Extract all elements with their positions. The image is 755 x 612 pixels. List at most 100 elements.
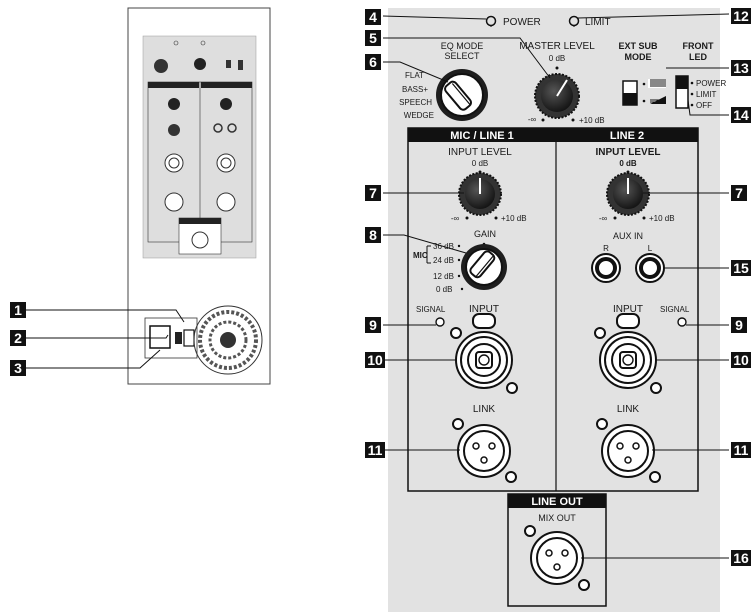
front-led-option-limit: LIMIT — [696, 90, 717, 99]
ch2-combo-input-group: INPUT — [594, 304, 662, 394]
eq-mode-knob[interactable] — [436, 69, 488, 121]
ch1-input-level-label: INPUT LEVEL — [448, 147, 512, 158]
ch1-input-level-mid: 0 dB — [472, 159, 488, 168]
ch2-input-level-knob[interactable] — [606, 172, 650, 216]
callout-number: 3 — [14, 360, 22, 376]
ext-sub-mode-title-line2: MODE — [625, 52, 652, 62]
callout-1: 1 — [10, 302, 26, 318]
ch1-input-label: INPUT — [469, 304, 499, 315]
front-led-option-off: OFF — [696, 101, 712, 110]
mini-fan-grille — [193, 305, 263, 375]
ch1-combo-input-jack[interactable] — [450, 313, 518, 394]
line-out-group: LINE OUT MIX OUT — [507, 493, 607, 607]
mini-eq-knob — [154, 59, 168, 73]
callout-number: 9 — [369, 317, 377, 333]
callout-16: 16 — [731, 550, 751, 566]
ch2-input-level-group: INPUT LEVEL 0 dB -∞ +10 dB — [595, 147, 674, 223]
front-led-title-line1: FRONT — [683, 41, 714, 51]
master-level-mid-mark: 0 dB — [549, 54, 565, 63]
callout-4: 4 — [365, 9, 381, 25]
master-level-group: MASTER LEVEL 0 dB -∞ +10 dB — [519, 41, 604, 125]
ch2-input-label: INPUT — [613, 304, 643, 315]
callout-6: 6 — [365, 54, 381, 70]
mini-power-switch — [183, 329, 195, 347]
ext-sub-mode-switch[interactable] — [622, 80, 638, 106]
aux-in-r-label: R — [603, 244, 609, 253]
ch1-signal-led — [435, 317, 445, 327]
power-label: POWER — [503, 17, 541, 28]
aux-in-r-jack[interactable] — [591, 253, 621, 283]
callout-number: 13 — [733, 60, 749, 76]
ch1-gain-group: GAIN MIC 36 dB 24 dB 12 dB 0 dB — [413, 229, 507, 294]
callout-number: 16 — [733, 550, 749, 566]
callout-14: 14 — [731, 107, 751, 123]
callout-number: 1 — [14, 302, 22, 318]
callout-number: 7 — [369, 185, 377, 201]
eq-option-speech: SPEECH — [399, 98, 432, 107]
gain-knob[interactable] — [461, 244, 507, 290]
front-led-group: FRONT LED POWER LIMIT OFF — [675, 41, 726, 110]
ch2-input-level-max: +10 dB — [649, 214, 675, 223]
ch2-combo-input-jack[interactable] — [594, 313, 662, 394]
callout-10: 10 — [365, 352, 385, 368]
gain-mark-24db: 24 dB — [433, 256, 454, 265]
power-indicator: POWER — [485, 15, 541, 28]
aux-in-l-label: L — [648, 244, 653, 253]
ch1-link-label: LINK — [473, 404, 496, 415]
mic-line1-header-bar — [408, 128, 556, 142]
front-led-switch[interactable] — [675, 75, 689, 109]
callout-5: 5 — [365, 30, 381, 46]
callout-13: 13 — [731, 60, 751, 76]
gain-label: GAIN — [474, 229, 496, 239]
ch1-link-xlr-jack[interactable] — [452, 418, 517, 483]
callout-number: 9 — [735, 317, 743, 333]
mix-out-xlr-jack[interactable] — [524, 525, 590, 591]
aux-in-group: AUX IN R L — [591, 231, 665, 283]
aux-in-label: AUX IN — [613, 231, 643, 241]
ch1-input-level-knob[interactable] — [458, 172, 502, 216]
callout-number: 14 — [733, 107, 749, 123]
mic-line1-header: MIC / LINE 1 — [450, 130, 514, 142]
ext-sub-mode-title-line1: EXT SUB — [618, 41, 658, 51]
mini-ac-inlet — [149, 325, 171, 349]
callout-9: 9 — [731, 317, 747, 333]
callout-number: 4 — [369, 9, 377, 25]
callout-number: 2 — [14, 330, 22, 346]
callout-number: 10 — [367, 352, 383, 368]
speaker-rear-overview — [127, 7, 271, 385]
limit-label: LIMIT — [585, 17, 611, 28]
ext-sub-mode-icon-full — [642, 79, 666, 88]
callout-3: 3 — [10, 360, 26, 376]
ch1-input-level-max: +10 dB — [501, 214, 527, 223]
master-level-knob[interactable] — [534, 73, 580, 119]
callout-number: 11 — [368, 442, 383, 458]
ch1-signal-led-group: SIGNAL — [416, 305, 446, 327]
eq-option-wedge: WEDGE — [404, 111, 434, 120]
ch1-signal-label: SIGNAL — [416, 305, 446, 314]
line2-header: LINE 2 — [610, 130, 644, 142]
callout-2: 2 — [10, 330, 26, 346]
ext-sub-mode-icon-cut — [642, 96, 666, 104]
eq-mode-title-line2: SELECT — [444, 51, 480, 61]
callout-number: 5 — [369, 30, 377, 46]
eq-mode-title-line1: EQ MODE — [441, 41, 484, 51]
callout-7: 7 — [365, 185, 381, 201]
callout-number: 10 — [733, 352, 749, 368]
ch2-input-level-label: INPUT LEVEL — [595, 147, 660, 158]
ch1-combo-input-group: INPUT — [450, 304, 518, 394]
line2-header-bar — [556, 128, 698, 142]
callout-10: 10 — [731, 352, 751, 368]
ch2-signal-label: SIGNAL — [660, 305, 690, 314]
master-level-label: MASTER LEVEL — [519, 41, 595, 52]
mix-out-label: MIX OUT — [538, 513, 576, 523]
callout-7: 7 — [731, 185, 747, 201]
gain-mark-12db: 12 dB — [433, 272, 454, 281]
eq-option-bass-plus: BASS+ — [402, 85, 428, 94]
callout-lines-detail — [382, 13, 730, 559]
callout-number: 7 — [735, 185, 743, 201]
mini-master-knob — [194, 58, 206, 70]
aux-in-l-jack[interactable] — [635, 253, 665, 283]
ch2-link-xlr-jack[interactable] — [596, 418, 661, 483]
ch1-input-level-group: INPUT LEVEL 0 dB -∞ +10 dB — [448, 147, 526, 223]
